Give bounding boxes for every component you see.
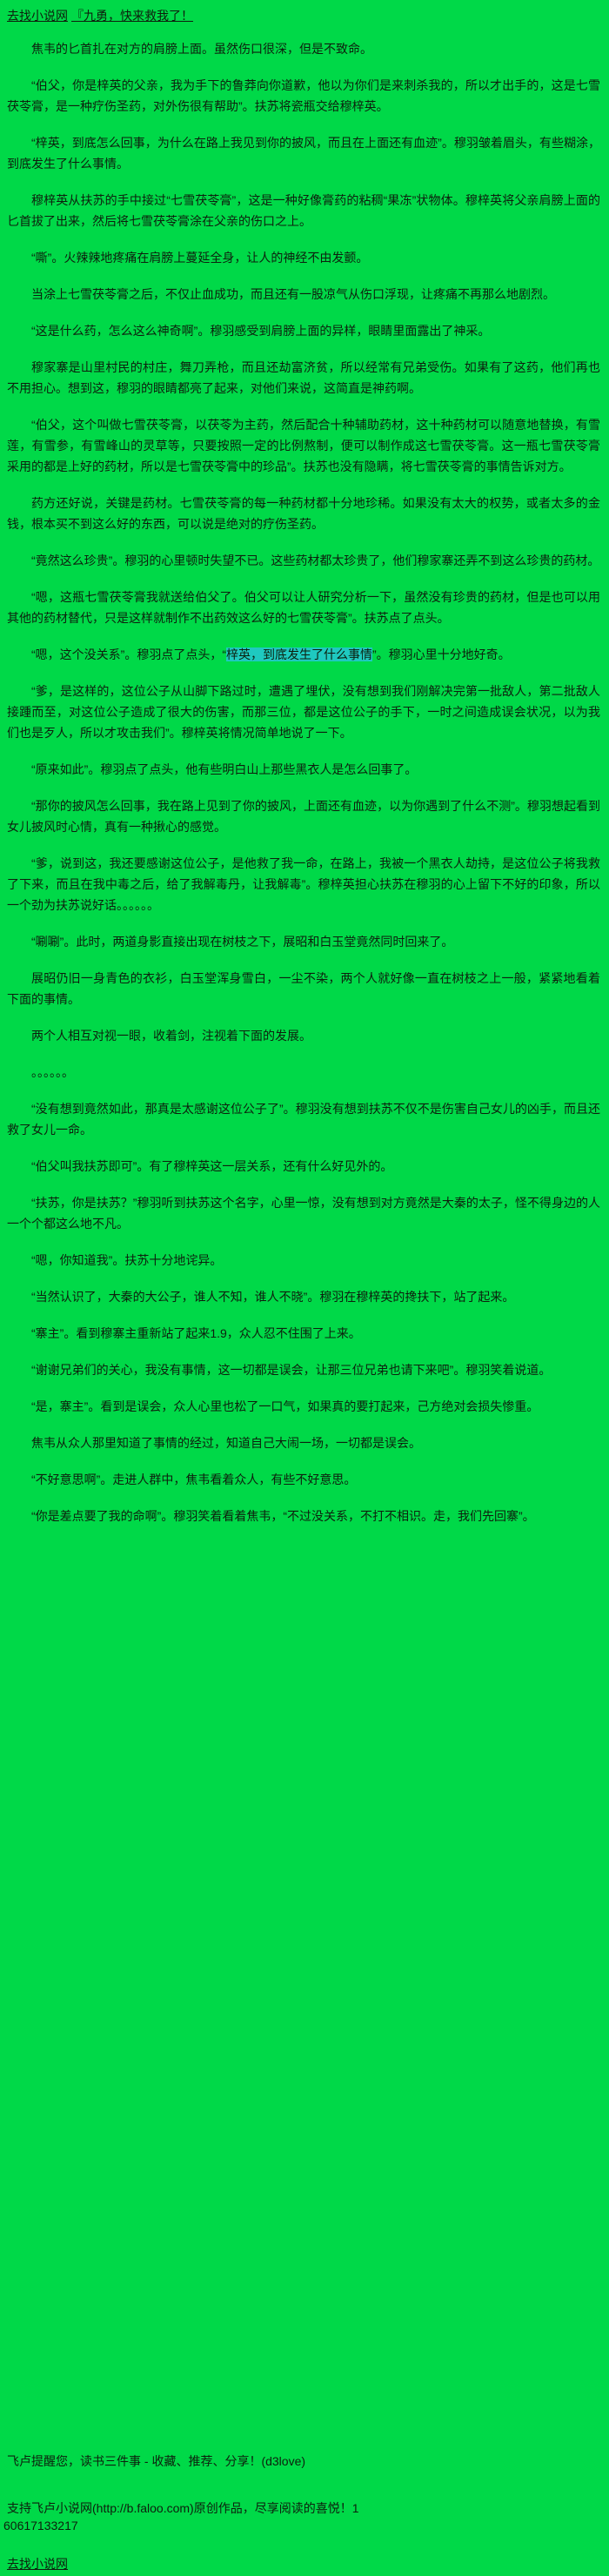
paragraph: “爹，是这样的，这位公子从山脚下路过时，遭遇了埋伏，没有想到我们刚解决完第一批敌… xyxy=(7,681,600,743)
paragraph: “是，寨主”。看到是误会，众人心里也松了一口气，如果真的要打起来，己方绝对会损失… xyxy=(7,1396,600,1417)
paragraph-text: 两个人相互对视一眼，收着剑，注视着下面的发展。 xyxy=(31,1029,311,1043)
paragraph: 展昭仍旧一身青色的衣衫，白玉堂浑身雪白，一尘不染，两个人就好像一直在树枝之上一般… xyxy=(7,968,600,1010)
paragraph: “伯父，你是梓英的父亲，我为手下的鲁莽向你道歉，他以为你们是来刺杀我的，所以才出… xyxy=(7,75,600,117)
paragraph-text: 穆梓英从扶苏的手中接过“七雪茯苓膏”，这是一种好像膏药的粘稠“果冻”状物体。穆梓… xyxy=(7,193,600,228)
paragraph-text: 当涂上七雪茯苓膏之后，不仅止血成功，而且还有一股凉气从伤口浮现，让疼痛不再那么地… xyxy=(31,287,555,301)
paragraph: “伯父叫我扶苏即可”。有了穆梓英这一层关系，还有什么好见外的。 xyxy=(7,1156,600,1177)
support-line: 支持飞卢小说网(http://b.faloo.com)原创作品，尽享阅读的喜悦！… xyxy=(7,2501,359,2515)
paragraph: “当然认识了，大秦的大公子，谁人不知，谁人不晓”。穆羽在穆梓英的搀扶下，站了起来… xyxy=(7,1286,600,1307)
paragraph: “嗯，这瓶七雪茯苓膏我就送给伯父了。伯父可以让人研究分析一下，虽然没有珍贵的药材… xyxy=(7,587,600,628)
paragraph-text: “没有想到竟然如此，那真是太感谢这位公子了”。穆羽没有想到扶苏不仅不是伤害自己女… xyxy=(7,1102,600,1137)
paragraph-text: “伯父叫我扶苏即可”。有了穆梓英这一层关系，还有什么好见外的。 xyxy=(31,1159,393,1173)
paragraph-text: “伯父，你是梓英的父亲，我为手下的鲁莽向你道歉，他以为你们是来刺杀我的，所以才出… xyxy=(7,78,600,113)
paragraph: “嗯，这个没关系”。穆羽点了点头，“梓英，到底发生了什么事情”。穆羽心里十分地好… xyxy=(7,644,600,665)
paragraph: “谢谢兄弟们的关心，我没有事情，这一切都是误会，让那三位兄弟也请下来吧”。穆羽笑… xyxy=(7,1359,600,1380)
paragraph-text: “你是差点要了我的命啊”。穆羽笑着看着焦韦，“不过没关系，不打不相识。走，我们先… xyxy=(31,1509,535,1523)
paragraph: “你是差点要了我的命啊”。穆羽笑着看着焦韦，“不过没关系，不打不相识。走，我们先… xyxy=(7,1506,600,1526)
paragraph-text: “爹，是这样的，这位公子从山脚下路过时，遭遇了埋伏，没有想到我们刚解决完第一批敌… xyxy=(7,684,600,740)
chapter-text: 焦韦的匕首扎在对方的肩膀上面。虽然伤口很深，但是不致命。 “伯父，你是梓英的父亲，… xyxy=(7,38,600,1542)
site-name-bottom-link[interactable]: 去找小说网 xyxy=(7,2557,68,2571)
paragraph: “寨主”。看到穆寨主重新站了起来1.9，众人忍不住围了上来。 xyxy=(7,1323,600,1344)
paragraph-text: 焦韦的匕首扎在对方的肩膀上面。虽然伤口很深，但是不致命。 xyxy=(31,42,372,56)
reader-reminder: 飞卢提醒您，读书三件事 - 收藏、推荐、分享！(d3love) xyxy=(7,2454,306,2468)
spacer xyxy=(7,1542,600,2452)
paragraph: “爹，说到这，我还要感谢这位公子，是他救了我一命，在路上，我被一个黑衣人劫持，是… xyxy=(7,853,600,916)
site-name-link[interactable]: 去找小说网 xyxy=(7,9,68,23)
paragraph-text: “梓英，到底怎么回事，为什么在路上我见到你的披风，而且在上面还有血迹”。穆羽皱着… xyxy=(7,136,600,171)
page-footer: 飞卢提醒您，读书三件事 - 收藏、推荐、分享！(d3love) 支持飞卢小说网(… xyxy=(3,2452,600,2573)
paragraph: “那你的披风怎么回事，我在路上见到了你的披风，上面还有血迹，以为你遇到了什么不测… xyxy=(7,795,600,837)
book-code: 60617133217 xyxy=(3,2519,78,2532)
paragraph: 焦韦从众人那里知道了事情的经过，知道自己大闹一场，一切都是误会。 xyxy=(7,1432,600,1453)
paragraph-text: ”。穆羽心里十分地好奇。 xyxy=(372,647,511,661)
paragraph: “梓英，到底怎么回事，为什么在路上我见到你的披风，而且在上面还有血迹”。穆羽皱着… xyxy=(7,132,600,174)
paragraph: 穆梓英从扶苏的手中接过“七雪茯苓膏”，这是一种好像膏药的粘稠“果冻”状物体。穆梓… xyxy=(7,190,600,231)
paragraph: “不好意思啊”。走进人群中，焦韦看着众人，有些不好意思。 xyxy=(7,1469,600,1490)
chapter-title: 『九勇，快来救我了！ xyxy=(71,9,193,23)
paragraph: “唰唰”。此时，两道身影直接出现在树枝之下，展昭和白玉堂竟然同时回来了。 xyxy=(7,931,600,952)
paragraph-text: “嗯，这个没关系”。穆羽点了点头，“ xyxy=(31,647,226,661)
paragraph-text: “唰唰”。此时，两道身影直接出现在树枝之下，展昭和白玉堂竟然同时回来了。 xyxy=(31,935,454,949)
paragraph-text: “嘶”。火辣辣地疼痛在肩膀上蔓延全身，让人的神经不由发颤。 xyxy=(31,251,369,265)
paragraph: “这是什么药，怎么这么神奇啊”。穆羽感受到肩膀上面的异样，眼睛里面露出了神采。 xyxy=(7,320,600,341)
paragraph-text: “扶苏，你是扶苏？”穆羽听到扶苏这个名字，心里一惊，没有想到对方竟然是大秦的太子… xyxy=(7,1196,600,1231)
paragraph-text: “嗯，这瓶七雪茯苓膏我就送给伯父了。伯父可以让人研究分析一下，虽然没有珍贵的药材… xyxy=(7,590,600,625)
paragraph-text: 焦韦从众人那里知道了事情的经过，知道自己大闹一场，一切都是误会。 xyxy=(31,1436,421,1450)
paragraph-text: “嗯，你知道我”。扶苏十分地诧异。 xyxy=(31,1253,223,1267)
paragraph-text: 药方还好说，关键是药材。七雪茯苓膏的每一种药材都十分地珍稀。如果没有太大的权势，… xyxy=(7,496,600,531)
paragraph-text: “谢谢兄弟们的关心，我没有事情，这一切都是误会，让那三位兄弟也请下来吧”。穆羽笑… xyxy=(31,1363,552,1377)
paragraph-text: “原来如此”。穆羽点了点头，他有些明白山上那些黑衣人是怎么回事了。 xyxy=(31,762,418,776)
paragraph-text: “那你的披风怎么回事，我在路上见到了你的披风，上面还有血迹，以为你遇到了什么不测… xyxy=(7,799,600,834)
paragraph-text: 。。。。。。 xyxy=(31,1065,74,1079)
paragraph: “原来如此”。穆羽点了点头，他有些明白山上那些黑衣人是怎么回事了。 xyxy=(7,759,600,780)
paragraph: 。。。。。。 xyxy=(7,1062,600,1083)
selected-text: 梓英，到底发生了什么事情 xyxy=(226,647,372,661)
paragraph: “没有想到竟然如此，那真是太感谢这位公子了”。穆羽没有想到扶苏不仅不是伤害自己女… xyxy=(7,1098,600,1140)
paragraph-text: 穆家寨是山里村民的村庄，舞刀弄枪，而且还劫富济贫，所以经常有兄弟受伤。如果有了这… xyxy=(7,360,600,395)
paragraph: “伯父，这个叫做七雪茯苓膏，以茯苓为主药，然后配合十种辅助药材，这十种药材可以随… xyxy=(7,414,600,477)
paragraph-text: “竟然这么珍贵”。穆羽的心里顿时失望不已。这些药材都太珍贵了，他们穆家寨还弄不到… xyxy=(31,553,600,567)
paragraph: “嘶”。火辣辣地疼痛在肩膀上蔓延全身，让人的神经不由发颤。 xyxy=(7,247,600,268)
paragraph: “竟然这么珍贵”。穆羽的心里顿时失望不已。这些药材都太珍贵了，他们穆家寨还弄不到… xyxy=(7,550,600,571)
paragraph-text: “伯父，这个叫做七雪茯苓膏，以茯苓为主药，然后配合十种辅助药材，这十种药材可以随… xyxy=(7,418,600,473)
paragraph-text: “爹，说到这，我还要感谢这位公子，是他救了我一命，在路上，我被一个黑衣人劫持，是… xyxy=(7,856,600,912)
page-header: 去找小说网『九勇，快来救我了！ xyxy=(7,7,600,24)
paragraph-text: 展昭仍旧一身青色的衣衫，白玉堂浑身雪白，一尘不染，两个人就好像一直在树枝之上一般… xyxy=(7,971,600,1006)
paragraph: 两个人相互对视一眼，收着剑，注视着下面的发展。 xyxy=(7,1025,600,1046)
paragraph: “扶苏，你是扶苏？”穆羽听到扶苏这个名字，心里一惊，没有想到对方竟然是大秦的太子… xyxy=(7,1192,600,1234)
paragraph: 药方还好说，关键是药材。七雪茯苓膏的每一种药材都十分地珍稀。如果没有太大的权势，… xyxy=(7,493,600,534)
paragraph-text: “寨主”。看到穆寨主重新站了起来1.9，众人忍不住围了上来。 xyxy=(31,1326,361,1340)
paragraph-text: “这是什么药，怎么这么神奇啊”。穆羽感受到肩膀上面的异样，眼睛里面露出了神采。 xyxy=(31,324,491,338)
paragraph-text: “是，寨主”。看到是误会，众人心里也松了一口气，如果真的要打起来，己方绝对会损失… xyxy=(31,1399,539,1413)
paragraph: 穆家寨是山里村民的村庄，舞刀弄枪，而且还劫富济贫，所以经常有兄弟受伤。如果有了这… xyxy=(7,357,600,399)
paragraph: “嗯，你知道我”。扶苏十分地诧异。 xyxy=(7,1250,600,1271)
paragraph: 焦韦的匕首扎在对方的肩膀上面。虽然伤口很深，但是不致命。 xyxy=(7,38,600,59)
paragraph: 当涂上七雪茯苓膏之后，不仅止血成功，而且还有一股凉气从伤口浮现，让疼痛不再那么地… xyxy=(7,284,600,305)
paragraph-text: “不好意思啊”。走进人群中，焦韦看着众人，有些不好意思。 xyxy=(31,1472,357,1486)
paragraph-text: “当然认识了，大秦的大公子，谁人不知，谁人不晓”。穆羽在穆梓英的搀扶下，站了起来… xyxy=(31,1290,515,1304)
